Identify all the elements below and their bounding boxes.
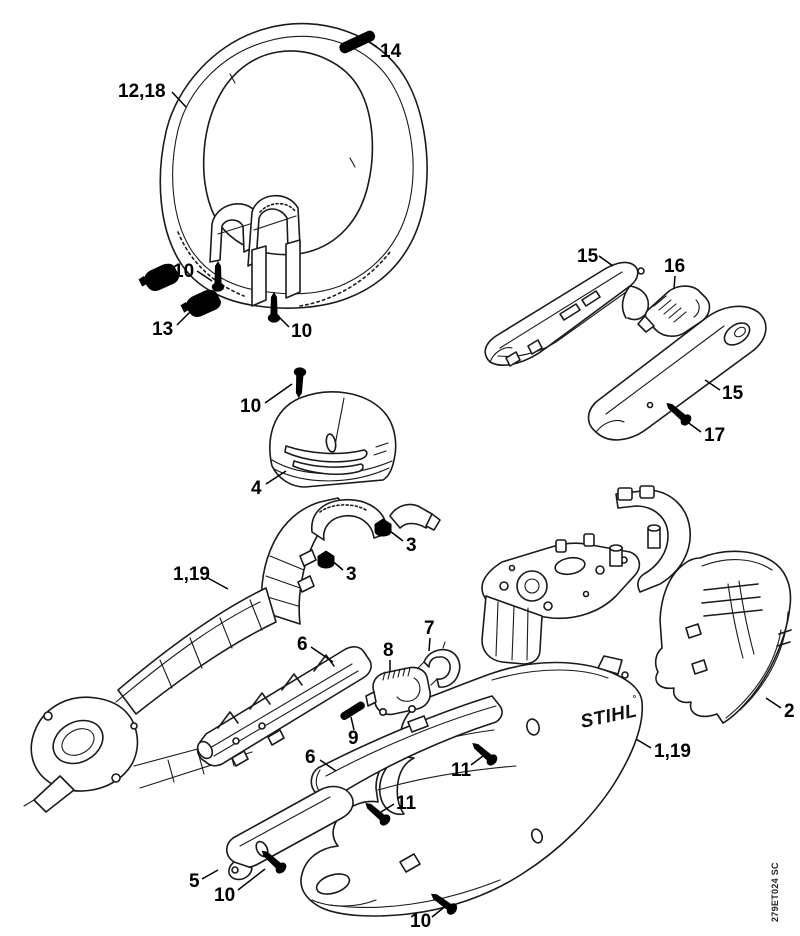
callout-16: 16 [664,256,685,277]
callout-1-19R: 1,19 [654,741,691,762]
callout-2: 2 [784,701,795,722]
callout-14: 14 [380,41,402,62]
callout-7: 7 [424,618,435,639]
part-rail-6-upper [196,646,372,767]
callout-11b: 11 [396,793,417,814]
callout-10e: 10 [410,911,431,932]
part-lever-16 [637,285,711,337]
plate-code: 279ET024 SC [770,862,780,922]
callout-13: 13 [152,319,173,340]
part-gearhead-casting [481,485,691,665]
callout-10a: 10 [173,261,194,282]
part-plug-13b [178,287,224,321]
part-cap-4 [269,391,397,488]
part-moulding-15-upper [484,261,650,367]
callout-15b: 15 [722,383,744,404]
callout-labels: 12,18 14 10 10 13 10 4 15 16 15 17 1,19 … [118,41,795,932]
callout-15a: 15 [577,246,599,267]
part-grip-5 [225,785,354,881]
callout-12-18: 12,18 [118,81,166,102]
part-loop-handle [159,22,428,309]
callout-17: 17 [704,425,725,446]
callout-3a: 3 [406,535,417,556]
leader-lines [171,37,782,918]
stihl-logo-mark: ° [632,693,638,704]
callout-10c: 10 [240,396,261,417]
callout-8: 8 [383,640,394,661]
part-screw-9 [338,700,367,722]
part-frame-half-left [23,497,441,813]
part-screw-10c [292,367,307,399]
callout-11a: 11 [451,760,472,781]
callout-5: 5 [189,871,200,892]
callout-6a: 6 [297,634,308,655]
part-nut-3b [317,550,335,569]
callout-4: 4 [251,478,262,499]
part-clip-7 [417,641,461,688]
part-cover-2 [654,550,792,724]
callout-6b: 6 [305,747,316,768]
callout-3b: 3 [346,564,357,585]
callout-1-19L: 1,19 [173,564,210,585]
part-moulding-15-lower [587,305,767,441]
callout-10b: 10 [291,321,312,342]
callout-10d: 10 [214,885,235,906]
callout-9: 9 [348,728,359,749]
part-block-8 [365,666,431,716]
